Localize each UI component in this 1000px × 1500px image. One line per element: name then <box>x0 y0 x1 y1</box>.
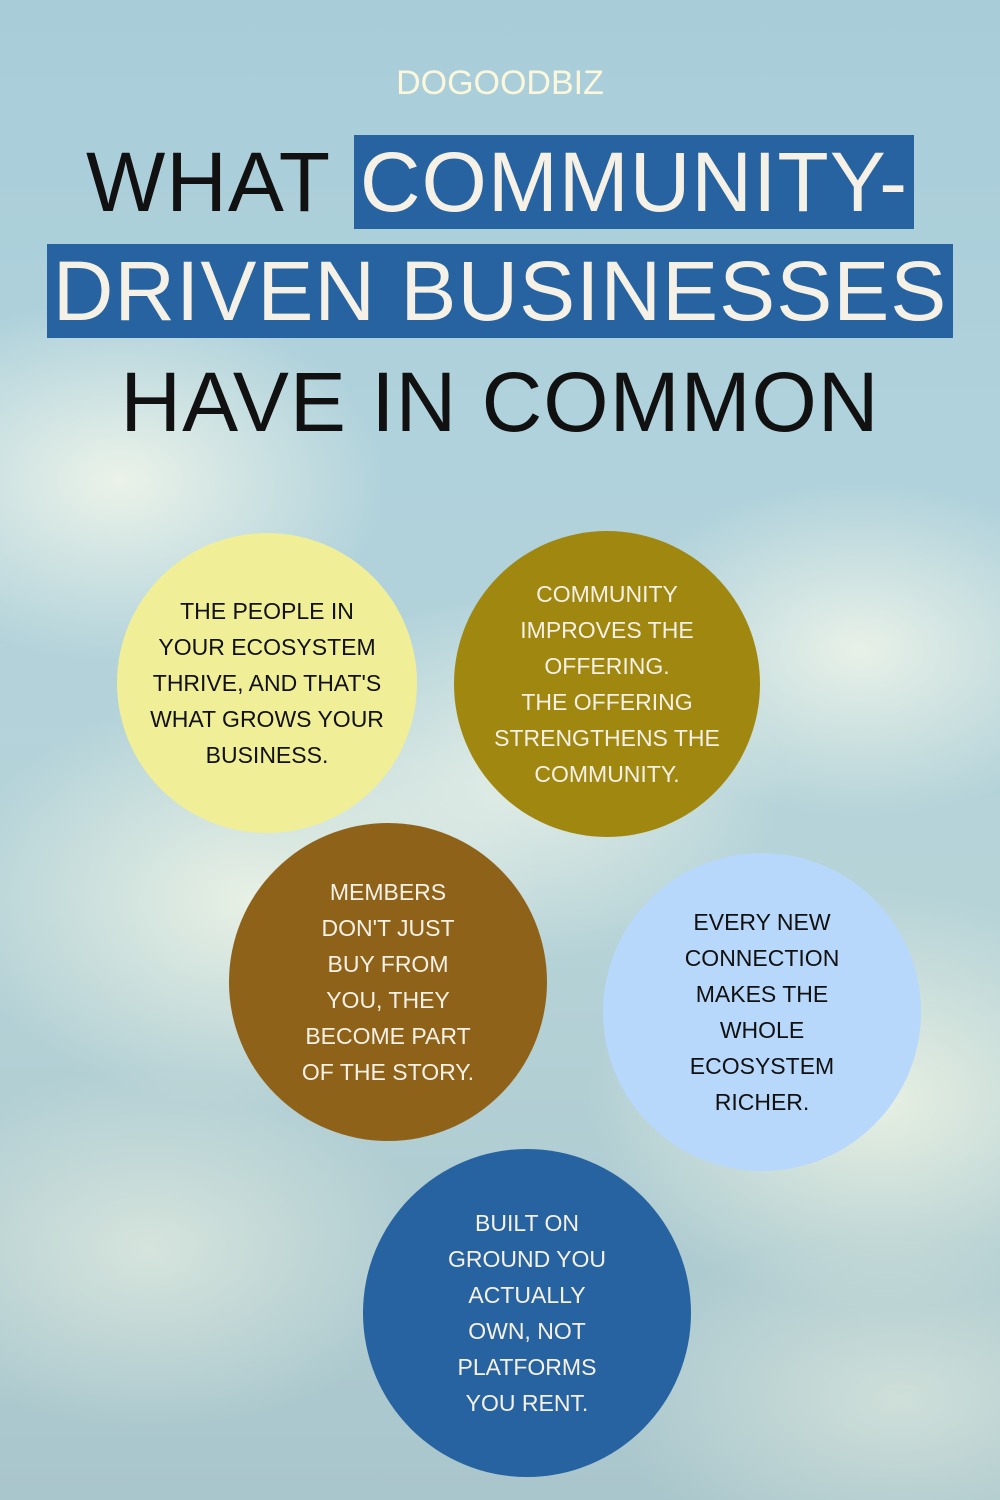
point-circle-new-connection: EVERY NEW CONNECTION MAKES THE WHOLE ECO… <box>603 853 921 1171</box>
point-text: BUILT ON GROUND YOU ACTUALLY OWN, NOT PL… <box>447 1210 607 1416</box>
point-text: COMMUNITY IMPROVES THE OFFERING. THE OFF… <box>494 581 720 787</box>
point-text: EVERY NEW CONNECTION MAKES THE WHOLE ECO… <box>684 909 840 1115</box>
brand-logo: DOGOODBIZ <box>396 64 604 102</box>
title-line-3: HAVE IN COMMON <box>120 355 880 449</box>
title-line-2: DRIVEN BUSINESSES <box>0 244 1000 338</box>
title-plain-what: WHAT <box>85 135 354 229</box>
title-line-1: WHAT COMMUNITY- <box>0 135 1000 229</box>
point-text: MEMBERS DON'T JUST BUY FROM YOU, THEY BE… <box>301 879 475 1085</box>
point-text: THE PEOPLE IN YOUR ECOSYSTEM THRIVE, AND… <box>150 598 384 768</box>
title-highlight-community: COMMUNITY- <box>353 135 915 229</box>
title-highlight-driven-businesses: DRIVEN BUSINESSES <box>46 244 954 338</box>
point-circle-community-offering: COMMUNITY IMPROVES THE OFFERING. THE OFF… <box>454 531 760 837</box>
point-circle-members-story: MEMBERS DON'T JUST BUY FROM YOU, THEY BE… <box>229 823 547 1141</box>
point-circle-owned-ground: BUILT ON GROUND YOU ACTUALLY OWN, NOT PL… <box>363 1149 691 1477</box>
point-circle-ecosystem-thrive: THE PEOPLE IN YOUR ECOSYSTEM THRIVE, AND… <box>117 533 417 833</box>
